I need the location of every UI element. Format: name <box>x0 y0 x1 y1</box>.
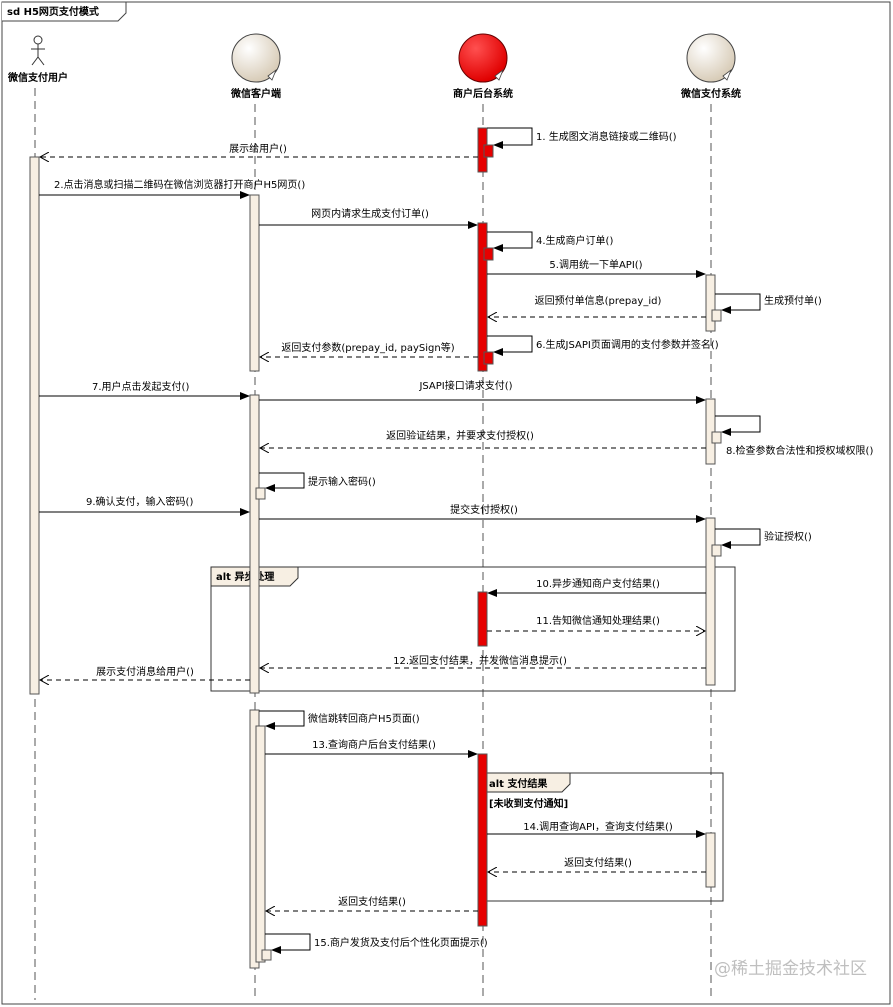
activation-merchant-nested <box>483 351 494 365</box>
message-label: 生成预付单() <box>764 294 822 307</box>
participant-wxpay: 微信支付系统 <box>680 33 741 100</box>
actor-icon <box>31 35 45 66</box>
entity-sphere-icon <box>686 33 736 83</box>
activation-user <box>29 156 40 695</box>
activation-wxpay <box>705 274 716 332</box>
message-label: 展示给用户() <box>229 142 287 155</box>
message-label: 返回验证结果，并要求支付授权() <box>386 429 534 442</box>
message-label: 返回支付结果() <box>564 856 632 869</box>
frame-title: sd H5网页支付模式 <box>7 5 99 18</box>
message-label: 11.告知微信通知处理结果() <box>536 614 660 627</box>
activation-wxpay-nested <box>711 544 722 557</box>
self-messages <box>259 127 761 954</box>
message-label: 展示支付消息给用户() <box>96 665 194 678</box>
fragment-label: alt 异步处理 <box>216 570 274 583</box>
message-label: 2.点击消息或扫描二维码在微信浏览器打开商户H5网页() <box>54 178 305 191</box>
message-label: 10.异步通知商户支付结果() <box>536 577 660 590</box>
activation-merchant <box>477 222 488 372</box>
activation-wxpay <box>705 832 716 888</box>
self-message-arrow <box>715 528 761 549</box>
message-label: 提交支付授权() <box>450 503 518 516</box>
frame-tab <box>2 1 127 22</box>
message-label: 返回支付参数(prepay_id, paySign等) <box>281 341 454 354</box>
message-label: 5.调用统一下单API() <box>549 258 642 271</box>
activation-wxpay-nested <box>711 309 722 322</box>
message-label: 提示输入密码() <box>308 475 376 488</box>
participant-label: 微信支付系统 <box>680 87 741 100</box>
message-label: 返回预付单信息(prepay_id) <box>535 294 662 307</box>
message-label: 返回支付结果() <box>338 895 406 908</box>
message-label: 验证授权() <box>764 530 812 543</box>
participant-merchant: 商户后台系统 <box>453 33 513 100</box>
fragment-alt-result: alt 支付结果 [未收到支付通知] <box>483 772 724 902</box>
self-message-arrow <box>715 415 761 436</box>
entity-sphere-red-icon <box>458 33 508 83</box>
activation-merchant <box>477 591 488 647</box>
activation-client <box>249 394 260 694</box>
self-message-arrow <box>487 231 533 252</box>
activation-merchant-nested <box>483 144 494 158</box>
activation-client-nested <box>255 725 266 963</box>
activations <box>29 127 722 969</box>
message-label: 13.查询商户后台支付结果() <box>312 738 436 751</box>
activation-client-nested <box>255 487 266 500</box>
message-label: 7.用户点击发起支付() <box>92 380 189 393</box>
activation-wxpay-nested <box>711 431 722 444</box>
message-label: 4.生成商户订单() <box>536 234 613 247</box>
activation-wxpay <box>705 517 716 686</box>
entity-sphere-icon <box>231 33 281 83</box>
fragment-guard: [未收到支付通知] <box>489 797 568 810</box>
message-lines <box>39 157 706 911</box>
self-message-arrow <box>487 335 533 356</box>
activation-client <box>249 194 260 372</box>
self-message-arrow <box>265 933 311 954</box>
participant-label: 微信支付用户 <box>7 71 68 84</box>
self-message-arrow <box>715 293 761 314</box>
participant-label: 微信客户端 <box>230 87 281 100</box>
message-label: 9.确认支付，输入密码() <box>86 495 193 508</box>
message-label: 网页内请求生成支付订单() <box>311 207 429 220</box>
activation-merchant <box>477 753 488 927</box>
self-message-arrow <box>487 127 533 149</box>
message-label: 12.返回支付结果，并发微信消息提示() <box>393 654 567 667</box>
participant-user: 微信支付用户 <box>7 35 68 84</box>
message-label: 8.检查参数合法性和授权域权限() <box>726 444 873 457</box>
message-label: 6.生成JSAPI页面调用的支付参数并签名() <box>536 338 719 351</box>
self-message-arrow <box>259 710 305 730</box>
message-labels: 1. 生成图文消息链接或二维码() 展示给用户() 2.点击消息或扫描二维码在微… <box>54 130 873 949</box>
self-message-arrow <box>259 472 305 492</box>
message-label: 1. 生成图文消息链接或二维码() <box>536 130 677 143</box>
message-label: JSAPI接口请求支付() <box>418 379 512 392</box>
participant-label: 商户后台系统 <box>453 87 513 100</box>
message-label: 14.调用查询API，查询支付结果() <box>523 820 673 833</box>
activation-client-nested <box>261 949 272 961</box>
message-label: 15.商户发货及支付后个性化页面提示() <box>314 936 488 949</box>
fragment-label: alt 支付结果 <box>489 777 548 790</box>
message-label: 微信跳转回商户H5页面() <box>308 712 420 725</box>
watermark: @稀土掘金技术社区 <box>714 959 867 979</box>
participant-client: 微信客户端 <box>230 33 281 100</box>
activation-merchant-nested <box>483 247 494 261</box>
